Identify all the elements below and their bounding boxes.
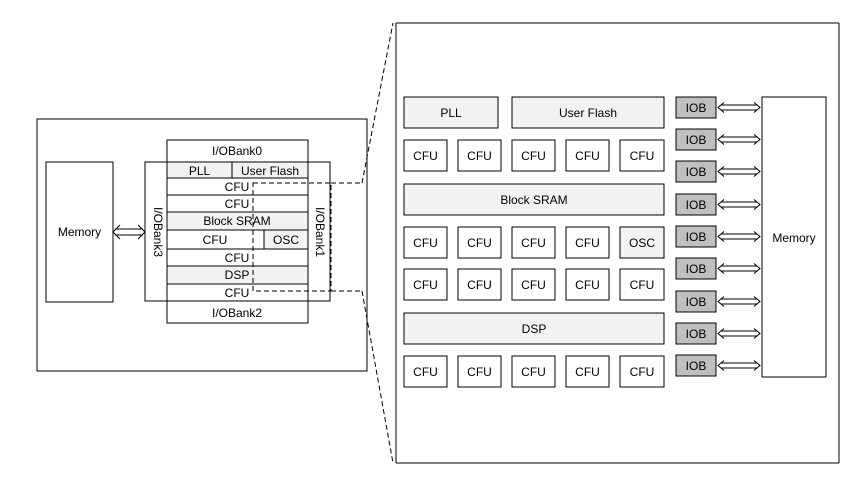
svg-text:CFU: CFU — [575, 365, 600, 379]
svg-text:CFU: CFU — [575, 236, 600, 250]
iob-6: IOB — [675, 257, 717, 280]
svg-text:IOB: IOB — [686, 133, 707, 147]
iob-3: IOB — [675, 160, 717, 183]
svg-text:CFU: CFU — [630, 278, 655, 292]
iob-4: IOB — [675, 193, 717, 216]
svg-text:I/OBank0: I/OBank0 — [212, 144, 262, 158]
detail-cfu-row-2: CFU CFU CFU CFU OSC — [403, 226, 665, 259]
left-user-flash: User Flash — [241, 164, 299, 178]
iob-9: IOB — [675, 354, 717, 377]
svg-text:CFU: CFU — [413, 236, 438, 250]
left-block-sram: Block SRAM — [203, 214, 270, 228]
left-cfu-5: CFU — [225, 286, 250, 300]
zoom-region — [252, 22, 394, 464]
svg-text:IOB: IOB — [686, 327, 707, 341]
iob-8: IOB — [675, 322, 717, 345]
svg-text:User Flash: User Flash — [559, 106, 617, 120]
svg-text:CFU: CFU — [630, 365, 655, 379]
iob-memory-arrow-8 — [717, 328, 761, 339]
svg-text:PLL: PLL — [440, 106, 462, 120]
iob-memory-arrow-1 — [717, 102, 761, 113]
svg-text:CFU: CFU — [575, 278, 600, 292]
svg-text:CFU: CFU — [467, 236, 492, 250]
iob-memory-arrow-3 — [717, 166, 761, 177]
detail-cfu-row-1: CFU CFU CFU CFU CFU — [403, 139, 665, 172]
svg-text:IOB: IOB — [686, 101, 707, 115]
svg-text:CFU: CFU — [521, 149, 546, 163]
detail-dsp: DSP — [403, 312, 665, 345]
svg-text:OSC: OSC — [629, 236, 655, 250]
detail-pll: PLL — [403, 96, 499, 129]
svg-text:Block SRAM: Block SRAM — [500, 193, 567, 207]
svg-text:IOB: IOB — [686, 262, 707, 276]
left-iobank0: I/OBank0 — [212, 144, 262, 158]
svg-text:IOB: IOB — [686, 295, 707, 309]
svg-text:CFU: CFU — [413, 365, 438, 379]
iob-memory-arrow-7 — [717, 296, 761, 307]
svg-text:IOB: IOB — [686, 198, 707, 212]
svg-text:CFU: CFU — [521, 278, 546, 292]
svg-text:CFU: CFU — [630, 149, 655, 163]
left-iobank2: I/OBank2 — [212, 306, 262, 320]
svg-text:IOB: IOB — [686, 230, 707, 244]
iob-2: IOB — [675, 128, 717, 151]
iob-1: IOB — [675, 96, 717, 119]
svg-text:CFU: CFU — [521, 236, 546, 250]
left-dsp: DSP — [225, 268, 250, 282]
svg-text:Memory: Memory — [772, 231, 815, 245]
svg-text:CFU: CFU — [575, 149, 600, 163]
iob-5: IOB — [675, 225, 717, 248]
iob-7: IOB — [675, 290, 717, 313]
svg-text:IOB: IOB — [686, 165, 707, 179]
detail-cfu-row-3: CFU CFU CFU CFU CFU — [403, 268, 665, 301]
detail-cfu-row-4: CFU CFU CFU CFU CFU — [403, 355, 665, 388]
svg-text:CFU: CFU — [413, 149, 438, 163]
svg-text:CFU: CFU — [413, 278, 438, 292]
detail-frame — [395, 22, 840, 464]
svg-text:CFU: CFU — [467, 278, 492, 292]
svg-text:CFU: CFU — [467, 365, 492, 379]
svg-text:Memory: Memory — [58, 225, 101, 239]
left-osc: OSC — [273, 233, 299, 247]
left-cfu-1: CFU — [225, 180, 250, 194]
iob-memory-arrow-4 — [717, 199, 761, 210]
iob-memory-arrow-5 — [717, 231, 761, 242]
left-iobank3: I/OBank3 — [151, 207, 165, 257]
left-iobank1: I/OBank1 — [313, 207, 327, 257]
left-pll: PLL — [189, 164, 211, 178]
iob-memory-arrow-9 — [717, 360, 761, 371]
detail-user-flash: User Flash — [511, 96, 665, 129]
svg-text:I/OBank3: I/OBank3 — [151, 207, 165, 257]
svg-text:CFU: CFU — [521, 365, 546, 379]
iob-memory-links — [717, 102, 761, 371]
detail-osc — [619, 226, 665, 259]
iob-memory-arrow-2 — [717, 134, 761, 145]
detail-block-sram: Block SRAM — [403, 183, 665, 216]
svg-text:CFU: CFU — [467, 149, 492, 163]
svg-text:DSP: DSP — [522, 322, 547, 336]
detail-memory-block: Memory — [761, 96, 827, 378]
left-cfu-3: CFU — [203, 233, 228, 247]
svg-text:I/OBank2: I/OBank2 — [212, 306, 262, 320]
left-cfu-2: CFU — [225, 197, 250, 211]
iob-memory-arrow-6 — [717, 263, 761, 274]
detail-iob-column: IOB IOB IOB IOB IOB IOB IOB IOB — [675, 96, 717, 377]
svg-text:I/OBank1: I/OBank1 — [313, 207, 327, 257]
left-memory-block: Memory — [45, 161, 114, 303]
left-core: PLL User Flash CFU CFU Block SRAM CFU OS… — [166, 161, 309, 302]
svg-text:IOB: IOB — [686, 359, 707, 373]
left-cfu-4: CFU — [225, 251, 250, 265]
